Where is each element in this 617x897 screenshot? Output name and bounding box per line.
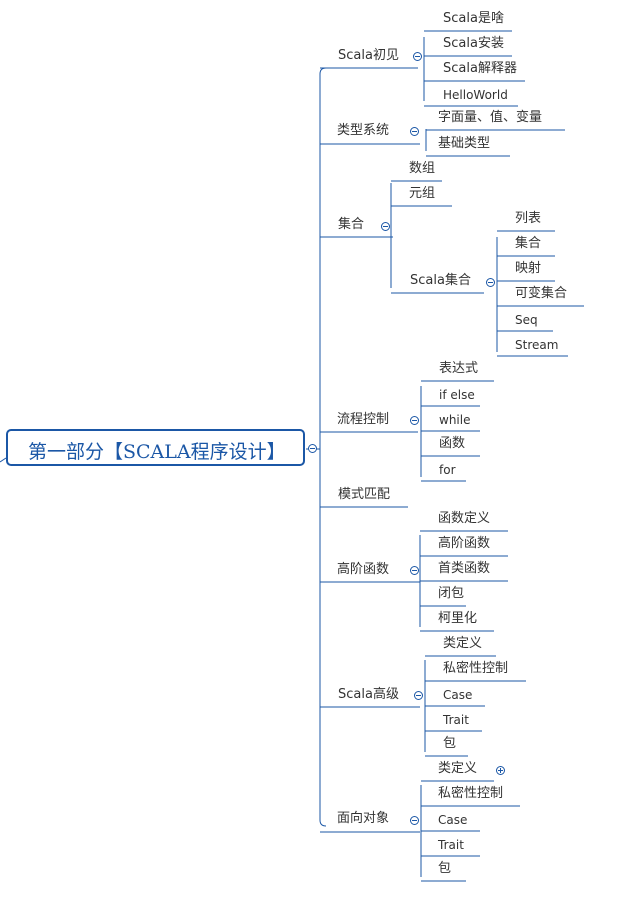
node-higher-order-function[interactable]: 高阶函数 (438, 536, 491, 551)
branch-scala-intro[interactable]: Scala初见 (338, 48, 399, 63)
node-literals[interactable]: 字面量、值、变量 (438, 110, 543, 125)
branch-pattern-matching[interactable]: 模式匹配 (338, 487, 391, 502)
node-closure[interactable]: 闭包 (438, 586, 465, 601)
branch-scala-advanced[interactable]: Scala高级 (338, 687, 399, 702)
node-seq[interactable]: Seq (515, 313, 538, 327)
collapse-icon[interactable] (410, 416, 419, 425)
node-trait[interactable]: Trait (443, 713, 469, 727)
collapse-icon[interactable] (410, 127, 419, 136)
node-expression[interactable]: 表达式 (439, 361, 479, 376)
node-stream[interactable]: Stream (515, 338, 559, 352)
node-scala-collections[interactable]: Scala集合 (410, 273, 471, 288)
node-tuple[interactable]: 元组 (409, 186, 436, 201)
node-while[interactable]: while (439, 413, 471, 427)
node-basic-types[interactable]: 基础类型 (438, 136, 491, 151)
node-package[interactable]: 包 (438, 861, 452, 876)
root-node[interactable]: 第一部分【SCALA程序设计】 (6, 429, 305, 466)
node-case[interactable]: Case (443, 688, 473, 702)
expand-icon[interactable] (496, 766, 505, 775)
node-case[interactable]: Case (438, 813, 468, 827)
node-scala-what[interactable]: Scala是啥 (443, 11, 504, 26)
root-collapse-icon[interactable] (308, 444, 317, 453)
node-for[interactable]: for (439, 463, 456, 477)
node-set[interactable]: 集合 (515, 236, 542, 251)
node-scala-interpreter[interactable]: Scala解释器 (443, 61, 517, 76)
branch-type-system[interactable]: 类型系统 (337, 123, 390, 138)
node-privacy-control[interactable]: 私密性控制 (443, 661, 509, 676)
branch-flow-control[interactable]: 流程控制 (337, 412, 390, 427)
branch-higher-order[interactable]: 高阶函数 (337, 562, 390, 577)
node-list[interactable]: 列表 (515, 211, 542, 226)
node-function-definition[interactable]: 函数定义 (438, 511, 491, 526)
node-package[interactable]: 包 (443, 736, 457, 751)
node-map[interactable]: 映射 (515, 261, 542, 276)
collapse-icon[interactable] (410, 566, 419, 575)
node-scala-install[interactable]: Scala安装 (443, 36, 504, 51)
connector (0, 457, 7, 463)
collapse-icon[interactable] (381, 222, 390, 231)
node-mutable-collections[interactable]: 可变集合 (515, 286, 568, 301)
node-function[interactable]: 函数 (439, 436, 466, 451)
node-class-definition[interactable]: 类定义 (443, 636, 483, 651)
collapse-icon[interactable] (414, 691, 423, 700)
node-array[interactable]: 数组 (409, 161, 436, 176)
branch-object-oriented[interactable]: 面向对象 (337, 811, 390, 826)
node-class-definition[interactable]: 类定义 (438, 761, 478, 776)
root-title: 第一部分【SCALA程序设计】 (28, 441, 286, 463)
node-if-else[interactable]: if else (439, 388, 475, 402)
branch-collections[interactable]: 集合 (338, 217, 365, 232)
collapse-icon[interactable] (413, 52, 422, 61)
node-privacy-control[interactable]: 私密性控制 (438, 786, 504, 801)
spine (319, 67, 327, 827)
node-trait[interactable]: Trait (438, 838, 464, 852)
node-first-class-function[interactable]: 首类函数 (438, 561, 491, 576)
node-helloworld[interactable]: HelloWorld (443, 88, 508, 102)
collapse-icon[interactable] (486, 278, 495, 287)
collapse-icon[interactable] (410, 816, 419, 825)
node-currying[interactable]: 柯里化 (438, 611, 478, 626)
